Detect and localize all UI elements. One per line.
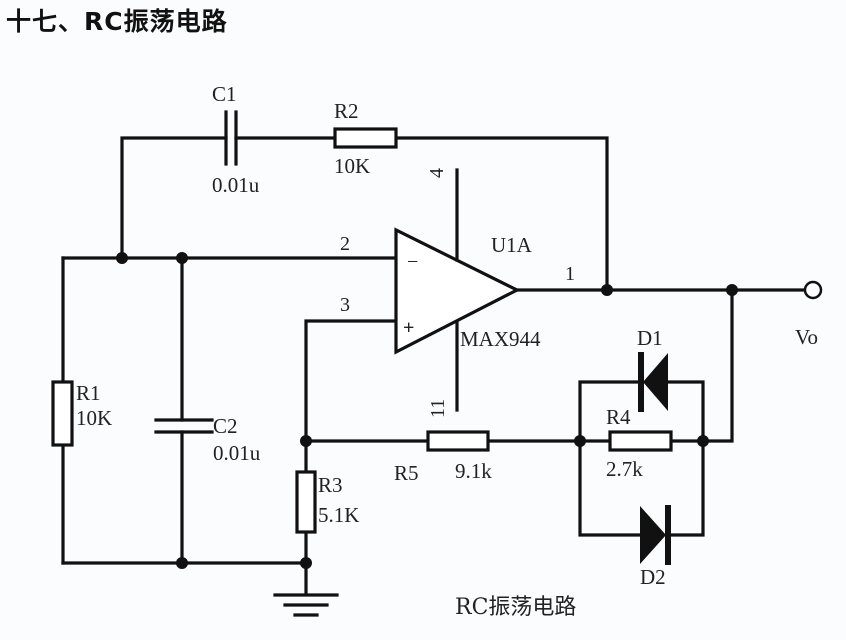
- r2-value: 10K: [334, 154, 370, 178]
- junction-dot: [300, 557, 312, 569]
- junction-dot: [601, 284, 613, 296]
- junction-dot: [574, 435, 586, 447]
- r1-ref: R1: [76, 381, 101, 405]
- ground-icon: [273, 593, 339, 617]
- opamp-ref: U1A: [491, 233, 533, 257]
- r1-value: 10K: [76, 406, 112, 430]
- resistor-r2: R2 10K: [333, 99, 398, 178]
- d1-ref: D1: [637, 326, 663, 350]
- diode-d2: D2: [640, 505, 671, 589]
- inverting-sign: −: [407, 251, 418, 273]
- d2-ref: D2: [640, 565, 666, 589]
- capacitor-c2: C2 0.01u: [154, 414, 261, 465]
- junction-dot: [726, 284, 738, 296]
- junction-dot: [116, 252, 128, 264]
- c2-value: 0.01u: [213, 441, 261, 465]
- pin-3-label: 3: [340, 294, 350, 316]
- pin-1-label: 1: [565, 263, 575, 285]
- c2-ref: C2: [213, 414, 238, 438]
- pin-4-label: 4: [426, 168, 448, 178]
- resistor-r5: R5 9.1k: [394, 430, 492, 485]
- noninverting-sign: +: [403, 317, 414, 339]
- resistor-r4: R4 2.7k: [606, 405, 673, 481]
- r4-value: 2.7k: [606, 457, 643, 481]
- pin-11-label: 11: [427, 399, 449, 418]
- r2-ref: R2: [334, 99, 359, 123]
- diode-d1: D1: [637, 326, 668, 412]
- junction-dot: [697, 435, 709, 447]
- c1-value: 0.01u: [212, 173, 260, 197]
- r3-ref: R3: [318, 473, 343, 497]
- resistor-r1: R1 10K: [51, 380, 112, 447]
- opamp-part: MAX944: [460, 327, 541, 351]
- page-title: 十七、RC振荡电路: [6, 7, 228, 36]
- r3-value: 5.1K: [318, 503, 359, 527]
- r4-ref: R4: [606, 405, 631, 429]
- output-label: Vo: [795, 325, 818, 349]
- output-wire: [515, 288, 807, 443]
- noninverting-wire: [304, 319, 582, 594]
- c1-ref: C1: [212, 82, 237, 106]
- junction-dot: [176, 557, 188, 569]
- resistor-r3: R3 5.1K: [295, 470, 359, 534]
- junction-dot: [300, 435, 312, 447]
- capacitor-c1: C1 0.01u: [212, 82, 260, 197]
- diagram-caption: RC振荡电路: [455, 595, 576, 620]
- junction-dot: [176, 252, 188, 264]
- r5-value: 9.1k: [455, 459, 492, 483]
- pin-2-label: 2: [340, 233, 350, 255]
- feedback-wire: [120, 136, 609, 292]
- opamp-u1a: − + 2 3 1 4 11 U1A MAX944: [340, 168, 575, 418]
- junction-dots: [116, 252, 738, 569]
- output-terminal: [803, 280, 823, 300]
- limiter-network-wire: [578, 380, 705, 537]
- r5-ref: R5: [394, 461, 419, 485]
